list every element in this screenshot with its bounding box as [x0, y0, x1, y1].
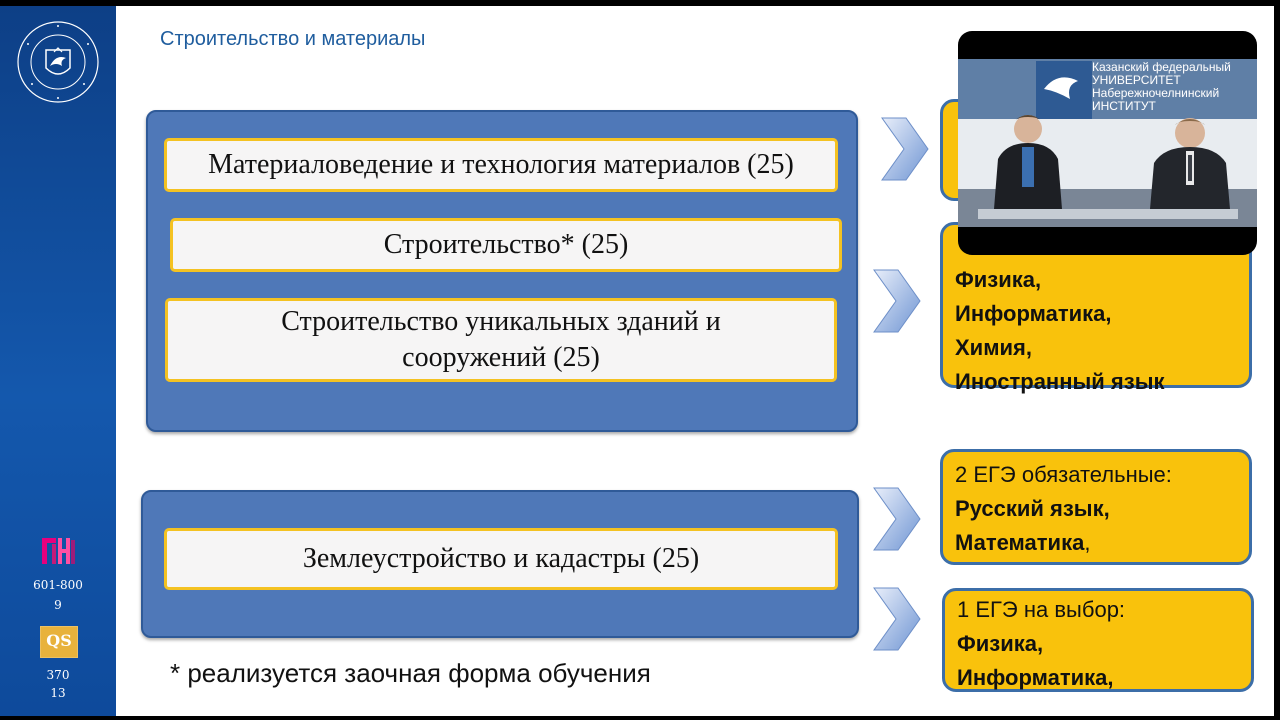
sidebar: 601-800 9 QS 370 13 [0, 6, 116, 716]
banner-line: Казанский федеральный [1092, 60, 1231, 74]
qs-ranking-icon: QS [40, 626, 78, 658]
program-box-unique-buildings: Строительство уникальных зданий и сооруж… [165, 298, 837, 382]
qs-rank-value: 370 [46, 668, 70, 682]
chevron-right-icon [873, 587, 921, 651]
the-rank-value: 601-800 [33, 578, 83, 592]
the-ranking-icon [42, 538, 75, 564]
exam-box-elective-2: 1 ЕГЭ на выбор: Физика, Информатика, [942, 588, 1254, 692]
subject-russian: Русский язык, [955, 496, 1110, 521]
subject-informatics: Информатика, [957, 665, 1114, 690]
subject-chemistry: Химия, [955, 335, 1032, 360]
video-frame: Казанский федеральный УНИВЕРСИТЕТ Набере… [958, 59, 1257, 227]
slide-title: Строительство и материалы [160, 28, 426, 50]
chevron-right-icon [873, 487, 921, 551]
banner-line: УНИВЕРСИТЕТ [1092, 73, 1181, 87]
exam-heading: 2 ЕГЭ обязательные: [955, 462, 1172, 487]
subject-physics: Физика, [955, 267, 1042, 292]
banner-line: ИНСТИТУТ [1092, 99, 1156, 113]
subject-informatics: Информатика, [955, 301, 1112, 326]
chevron-right-icon [881, 117, 929, 181]
program-box-construction: Строительство* (25) [170, 218, 842, 272]
presentation-slide: 601-800 9 QS 370 13 Строительство и мате… [0, 6, 1274, 716]
subject-foreign-language: Иностранный язык [955, 369, 1165, 394]
video-banner-text: Казанский федеральный УНИВЕРСИТЕТ Набере… [1092, 61, 1231, 113]
subject-physics: Физика, [957, 631, 1044, 656]
program-box-land-management: Землеустройство и кадастры (25) [164, 528, 838, 590]
qs-rank-subvalue: 13 [50, 686, 66, 700]
program-box-materials: Материаловедение и технология материалов… [164, 138, 838, 192]
footnote: * реализуется заочная форма обучения [170, 658, 651, 688]
banner-line: Набережночелнинский [1092, 86, 1220, 100]
subject-separator: , [1084, 530, 1091, 555]
university-emblem-icon [17, 21, 99, 103]
chevron-right-icon [873, 269, 921, 333]
exam-box-mandatory-2: 2 ЕГЭ обязательные: Русский язык, Матема… [940, 449, 1252, 565]
the-rank-subvalue: 9 [54, 598, 62, 612]
exam-heading: 1 ЕГЭ на выбор: [957, 597, 1126, 622]
video-player[interactable]: Казанский федеральный УНИВЕРСИТЕТ Набере… [958, 31, 1257, 255]
speakers-video-image [958, 59, 1257, 227]
subject-math: Математика [955, 530, 1085, 555]
